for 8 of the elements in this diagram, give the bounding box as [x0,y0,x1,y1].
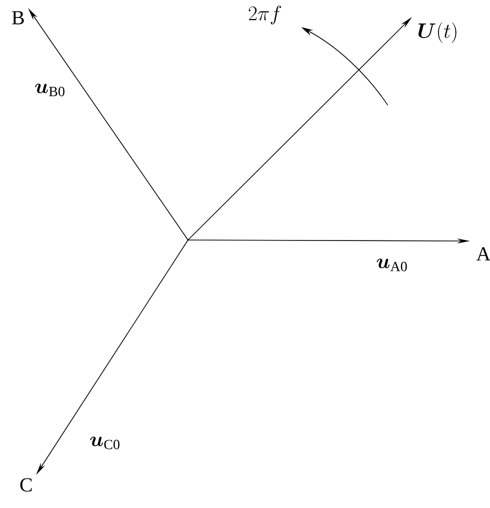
rotation-label: $2\pi f$ [248,6,282,24]
edge-label: $\boldsymbol{u}_{\mathrm{A0}}$ [376,258,407,272]
edge-label: $\boldsymbol{u}_{\mathrm{B0}}$ [35,84,64,96]
axis-label: B [12,11,24,24]
axis-label: A [476,247,490,260]
axis-label: C [20,478,32,492]
vector-label: $\boldsymbol{U}(t)$ [418,22,456,43]
edge-label: $\boldsymbol{u}_{\mathrm{C0}}$ [90,436,120,450]
